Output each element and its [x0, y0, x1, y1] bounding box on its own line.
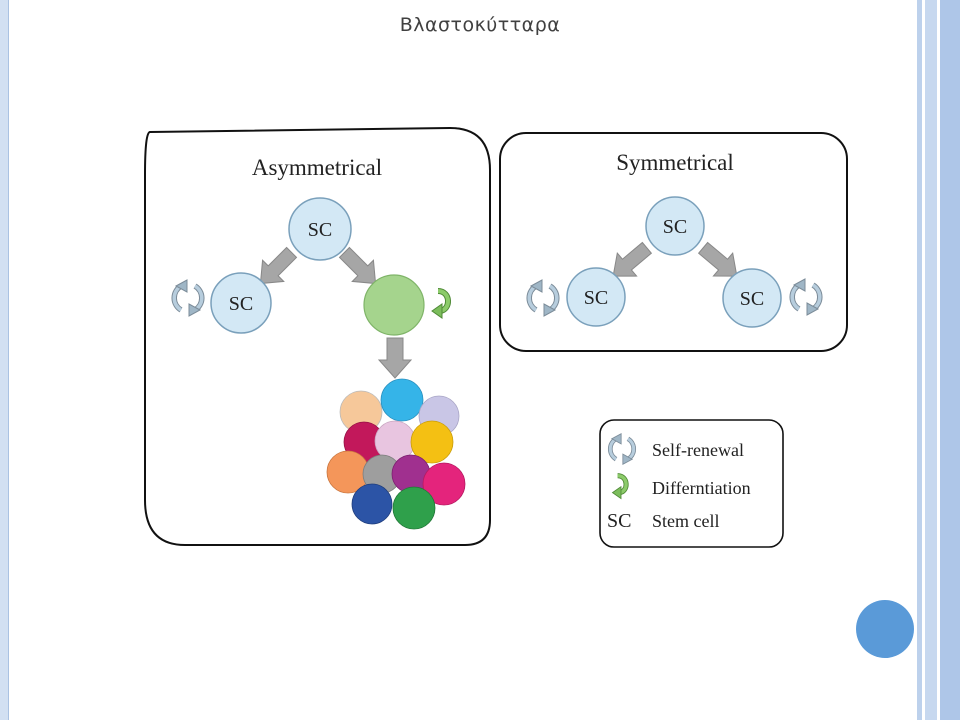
legend-sc-meaning: Stem cell	[652, 511, 719, 531]
differentiated-cell	[422, 462, 466, 506]
legend-sc-abbrev: SC	[607, 510, 631, 532]
decorative-dot	[856, 600, 914, 658]
legend-differentiation-label: Differntiation	[652, 478, 751, 498]
progenitor-cell	[363, 274, 425, 336]
legend-self-renewal-label: Self-renewal	[652, 440, 744, 460]
left-border	[0, 0, 9, 720]
asym-child-stem-cell	[210, 272, 272, 334]
asymmetrical-heading: Asymmetrical	[252, 155, 382, 180]
differentiated-cell	[410, 420, 454, 464]
sym-parent-label: SC	[663, 216, 687, 238]
asym-arrow-left	[259, 246, 298, 285]
sym-right-stem-cell	[722, 268, 782, 328]
sym-left-stem-cell	[566, 267, 626, 327]
differentiated-cell	[392, 486, 436, 530]
symmetrical-panel: Symmetrical SC SC SC	[499, 132, 848, 352]
asym-arrow-down	[377, 337, 413, 379]
asymmetrical-panel: Asymmetrical SC SC	[144, 126, 491, 546]
asym-parent-stem-cell	[288, 197, 352, 261]
sym-left-label: SC	[584, 287, 608, 309]
differentiated-cell	[351, 483, 393, 525]
differentiated-cell	[380, 378, 424, 422]
sym-parent-stem-cell	[645, 196, 705, 256]
slide-title: Βλαστοκύτταρα	[399, 14, 561, 36]
right-border	[917, 0, 960, 720]
sym-arrow-left	[612, 241, 653, 277]
legend: Self-renewal Differntiation SC Stem cell	[599, 419, 784, 548]
asym-arrow-right	[338, 246, 377, 285]
asym-child-label: SC	[229, 293, 253, 315]
differentiated-cell-cluster	[326, 378, 466, 530]
asym-parent-label: SC	[308, 219, 332, 241]
symmetrical-heading: Symmetrical	[616, 150, 734, 175]
sym-arrow-right	[697, 241, 738, 277]
sym-right-label: SC	[740, 288, 764, 310]
